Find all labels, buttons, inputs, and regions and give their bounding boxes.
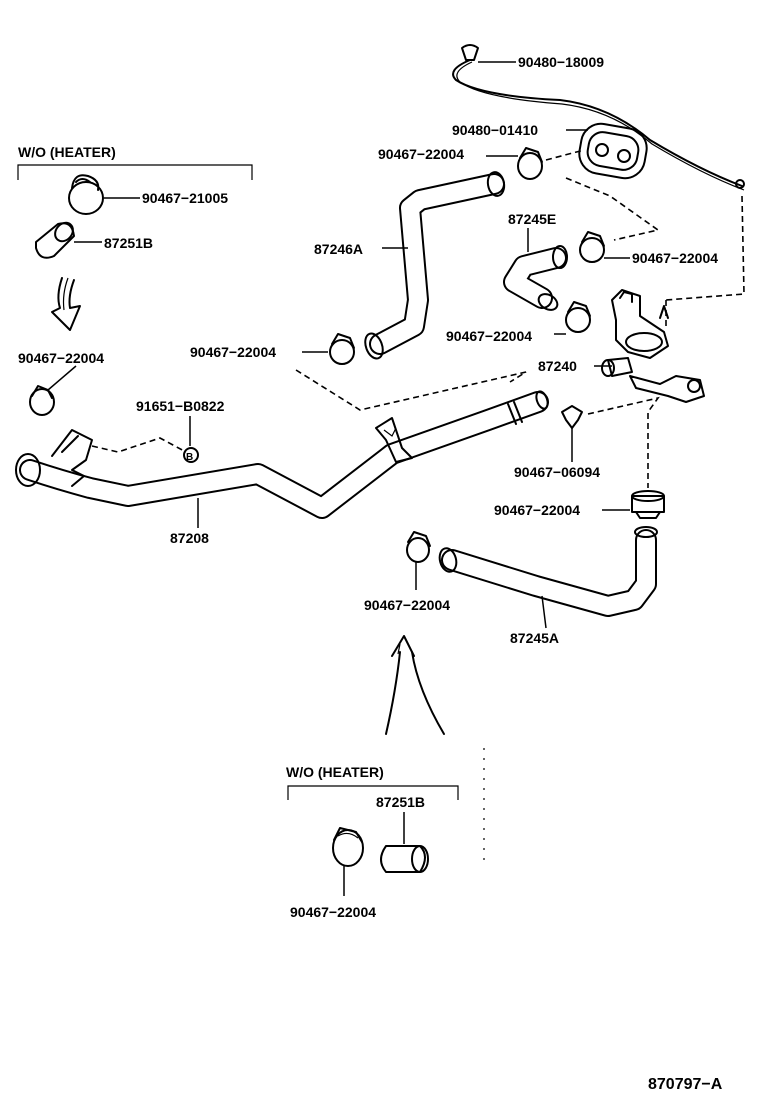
hose-clamp-90467-21005 <box>68 174 104 215</box>
leader-87245a <box>541 595 547 629</box>
cable-90480-18009 <box>452 44 745 191</box>
figure-code: 870797−A <box>648 1076 723 1093</box>
label-90467-21005: 90467−21005 <box>142 190 228 206</box>
label-91651-b0822: 91651−B0822 <box>136 398 225 414</box>
label-90467-22004-mid-left: 90467−22004 <box>190 344 276 360</box>
group-bracket-bottom <box>287 785 459 800</box>
direction-arrow-bottom <box>385 635 445 735</box>
label-90480-01410: 90480−01410 <box>452 122 538 138</box>
hose-clamp-lower-right <box>631 490 665 519</box>
hose-clamp-87246a <box>329 333 355 365</box>
water-pipe-87208 <box>15 390 549 519</box>
dashed-link-mid <box>295 369 527 411</box>
hose-87251b-bottom <box>380 845 429 873</box>
label-87246a: 87246A <box>314 241 363 257</box>
bolt-mark: B <box>186 452 193 463</box>
label-90467-22004-lower-center: 90467−22004 <box>364 597 450 613</box>
bolt-91651-b0822: B <box>183 447 199 463</box>
group-label-wo-heater-top: W/O (HEATER) <box>18 144 116 160</box>
label-90467-22004-bottom: 90467−22004 <box>290 904 376 920</box>
label-87208: 87208 <box>170 530 209 546</box>
hose-clamp-under-87245e <box>565 301 591 333</box>
clip-90467-06094 <box>561 405 583 429</box>
dashed-link-valve <box>587 195 745 488</box>
label-90467-22004-top: 90467−22004 <box>378 146 464 162</box>
label-90467-22004-lower-right: 90467−22004 <box>494 502 580 518</box>
hose-clamp-87245e <box>579 231 605 263</box>
hose-clamp-lower-center <box>406 531 431 563</box>
hose-clamp-top-center <box>517 147 543 180</box>
label-87245a: 87245A <box>510 630 559 646</box>
group-bracket-top <box>17 164 253 180</box>
label-87240: 87240 <box>538 358 577 374</box>
water-valve-87240 <box>601 289 705 403</box>
hose-87245e <box>503 245 568 311</box>
leader-90467-22004-left <box>47 365 77 391</box>
dashed-link-top <box>545 149 660 241</box>
label-87251b-top: 87251B <box>104 235 153 251</box>
label-90467-22004-right: 90467−22004 <box>632 250 718 266</box>
label-90467-22004-left: 90467−22004 <box>18 350 104 366</box>
label-87245e: 87245E <box>508 211 556 227</box>
label-90480-18009: 90480−18009 <box>518 54 604 70</box>
label-90467-06094: 90467−06094 <box>514 464 600 480</box>
hose-clamp-left <box>29 385 55 416</box>
hose-87245a <box>438 526 658 617</box>
direction-arrow-top <box>51 277 81 331</box>
dashed-link-bolt <box>91 437 187 453</box>
label-87251b-bottom: 87251B <box>376 794 425 810</box>
hose-clamp-bottom-group <box>332 827 364 867</box>
grommet-90480-01410 <box>578 122 648 180</box>
hose-87251b-top <box>35 221 75 259</box>
hose-87246a <box>364 171 506 360</box>
label-90467-22004-center: 90467−22004 <box>446 328 532 344</box>
group-label-wo-heater-bottom: W/O (HEATER) <box>286 764 384 780</box>
